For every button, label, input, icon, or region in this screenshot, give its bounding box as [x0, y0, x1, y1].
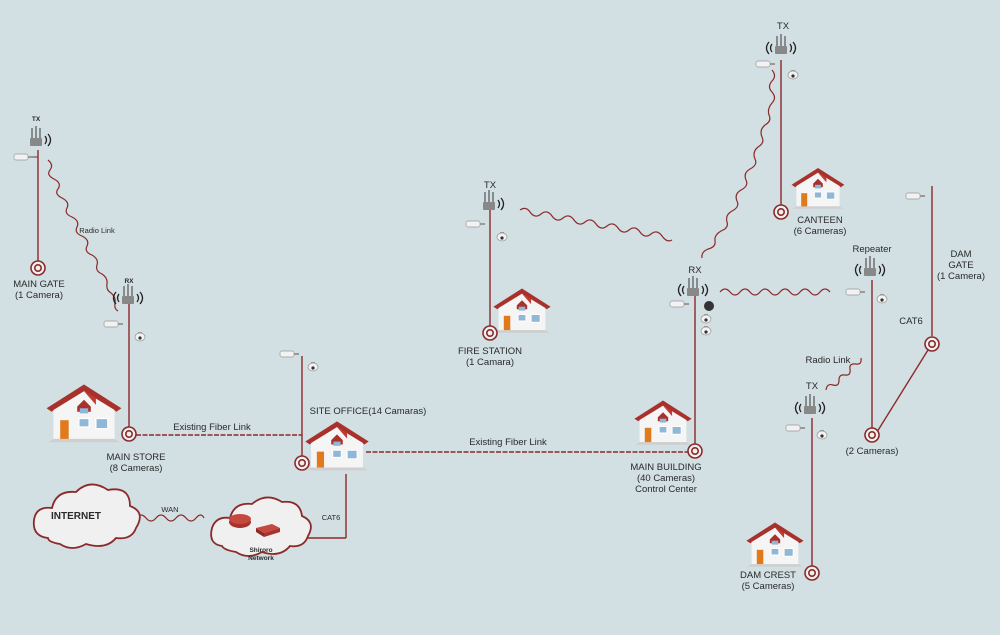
bullet-camera-icon [669, 300, 690, 308]
dam-gate-label-line1: DAM [950, 249, 972, 260]
site-office-house-icon [304, 420, 370, 471]
canteen-cameras: (6 Cameras) [793, 226, 847, 237]
repeater-cameras: (2 Cameras) [845, 446, 899, 457]
tx-fire-station-antenna-icon [482, 189, 505, 211]
site-office-label: SITE OFFICE(14 Camaras) [309, 406, 427, 417]
site-office-node [294, 455, 310, 471]
dome-camera-icon [700, 325, 712, 336]
bullet-camera-icon [905, 192, 926, 200]
main-building-house-icon [633, 400, 693, 446]
fiber-link-2-label: Existing Fiber Link [469, 437, 547, 448]
tx-canteen-label: TX [776, 21, 790, 32]
bullet-camera-icon [755, 60, 776, 68]
dome-camera-icon [307, 361, 319, 372]
main-building-node [687, 443, 703, 459]
tx-dam-crest-antenna-icon [794, 393, 826, 415]
cameras [13, 60, 926, 440]
main-building-cameras: (40 Cameras) [636, 473, 696, 484]
router-icon [229, 514, 251, 528]
tx-main-gate-antenna-icon [29, 125, 52, 147]
network-label-line2: Network [248, 555, 274, 562]
bullet-camera-icon [785, 424, 806, 432]
canteen-house-icon [791, 167, 845, 210]
main-store-node [121, 426, 137, 442]
rx-main-store-label: RX [124, 278, 134, 285]
rx-main-store-antenna-icon [112, 283, 144, 305]
fiber-links [136, 434, 688, 453]
repeater-node [864, 427, 880, 443]
dam-crest-cameras: (5 Cameras) [741, 581, 795, 592]
dome-camera-icon [496, 231, 508, 242]
dome-camera-icon [787, 69, 799, 80]
cat6-dam-label: CAT6 [899, 316, 923, 327]
dome-camera-icon [876, 293, 888, 304]
wired-links [37, 60, 933, 566]
radio-link-left-label: Radio Link [79, 226, 115, 235]
dam-crest-house-icon [745, 522, 805, 568]
main-gate-cameras: (1 Camera) [14, 290, 64, 301]
rx-main-building-label: RX [688, 265, 702, 276]
dome-camera-icon [816, 429, 828, 440]
dome-camera-icon [134, 331, 146, 342]
tx-dam-crest-label: TX [805, 381, 819, 392]
wan-label: WAN [161, 505, 179, 514]
fire-station-node [482, 325, 498, 341]
switch-icon [256, 524, 280, 537]
main-store-cameras: (8 Cameras) [109, 463, 163, 474]
internet-cloud [32, 483, 141, 549]
main-gate-node [30, 260, 46, 276]
fiber-link-1-label: Existing Fiber Link [173, 422, 251, 433]
dam-gate-cameras: (1 Camera) [936, 271, 986, 282]
tx-main-gate-label: TX [31, 116, 41, 123]
fire-station-label: FIRE STATION [457, 346, 523, 357]
canteen-label: CANTEEN [797, 215, 843, 226]
radio-link-right-label: Radio Link [805, 355, 851, 366]
bullet-camera-icon [103, 320, 124, 328]
dam-crest-label: DAM CREST [740, 570, 796, 581]
bullet-camera-icon [465, 220, 486, 228]
ptz-camera-icon [704, 301, 714, 311]
repeater-antenna-icon [854, 255, 886, 277]
cat6-office-label: CAT6 [321, 513, 341, 522]
main-gate-label: MAIN GATE [13, 279, 65, 290]
tx-canteen-antenna-icon [765, 33, 797, 55]
bullet-camera-icon [845, 288, 866, 296]
tx-fire-label: TX [483, 180, 497, 191]
dam-gate-node [924, 336, 940, 352]
network-label-line1: Shiroro [249, 547, 273, 554]
internet-label: INTERNET [51, 511, 101, 522]
main-building-label: MAIN BUILDING [630, 462, 702, 473]
bullet-camera-icon [13, 153, 34, 161]
repeater-label: Repeater [852, 244, 892, 255]
main-store-label: MAIN STORE [106, 452, 166, 463]
fire-station-cameras: (1 Camara) [465, 357, 515, 368]
rx-main-building-antenna-icon [677, 275, 709, 297]
fire-station-house-icon [492, 288, 552, 334]
bullet-camera-icon [279, 350, 300, 358]
dam-gate-label-line2: GATE [948, 260, 974, 271]
dome-camera-icon [700, 313, 712, 324]
control-center-label: Control Center [635, 484, 697, 495]
main-store-house-icon [45, 383, 123, 443]
